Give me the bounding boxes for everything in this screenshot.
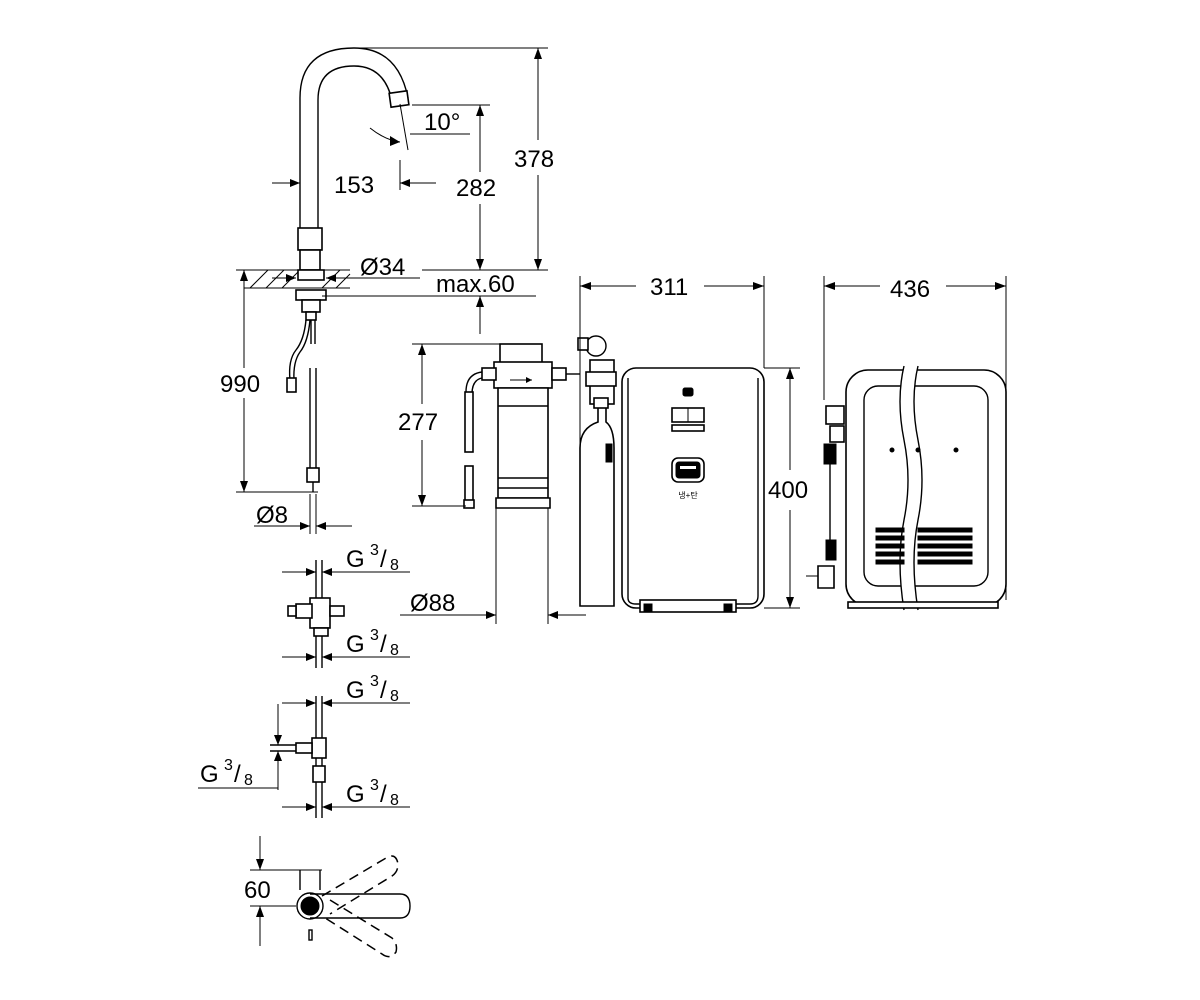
thread-label-3: G 3 / 8	[346, 673, 399, 705]
svg-text:/: /	[380, 781, 387, 808]
svg-text:8: 8	[390, 688, 399, 705]
chiller-side-view	[806, 365, 1007, 611]
valve-assembly-1	[282, 560, 410, 668]
chiller-dimension-lines	[579, 276, 800, 609]
thread-label-5: G 3 / 8	[346, 777, 399, 809]
svg-text:G: G	[346, 631, 365, 658]
svg-text:/: /	[234, 761, 241, 788]
vent-grille	[875, 527, 973, 565]
svg-text:/: /	[380, 677, 387, 704]
svg-text:G: G	[200, 761, 219, 788]
label-hole-diameter: Ø34	[360, 254, 405, 281]
svg-text:3: 3	[224, 757, 233, 774]
handle-top-view	[250, 836, 411, 958]
svg-text:G: G	[346, 781, 365, 808]
label-spout-height: 282	[456, 175, 496, 202]
label-handle-offset: 60	[244, 877, 271, 904]
label-hose-length: 990	[220, 371, 260, 398]
chiller-front-view: 냉+탄	[577, 335, 765, 613]
thread-label-2: G 3 / 8	[346, 627, 399, 659]
side-dimension-lines	[823, 276, 1007, 600]
svg-text:3: 3	[370, 777, 379, 794]
thread-label-1: G 3 / 8	[346, 542, 399, 574]
device-label: 냉+탄	[678, 490, 698, 500]
label-total-height: 378	[514, 146, 554, 173]
svg-text:8: 8	[390, 642, 399, 659]
label-angle: 10°	[424, 109, 460, 136]
svg-text:3: 3	[370, 673, 379, 690]
thread-label-4: G 3 / 8	[200, 757, 253, 789]
label-filter-diameter: Ø88	[410, 590, 455, 617]
svg-text:G: G	[346, 546, 365, 573]
valve-assembly-2	[198, 696, 410, 818]
label-hose-diameter: Ø8	[256, 502, 288, 529]
svg-text:8: 8	[390, 557, 399, 574]
faucet-dimension-lines	[236, 47, 548, 534]
svg-text:G: G	[346, 677, 365, 704]
svg-text:3: 3	[370, 627, 379, 644]
label-filter-height: 277	[398, 409, 438, 436]
dimension-labels: 10° 153 282 378 Ø34 max.60 990 Ø8 277 Ø8…	[220, 109, 930, 904]
label-chiller-width: 311	[650, 274, 688, 301]
svg-text:/: /	[380, 546, 387, 573]
svg-text:8: 8	[244, 772, 253, 789]
water-filter	[400, 343, 586, 624]
label-spout-reach: 153	[334, 172, 374, 199]
svg-text:/: /	[380, 631, 387, 658]
label-max-thickness: max.60	[436, 271, 515, 298]
label-chiller-height: 400	[768, 477, 808, 504]
svg-text:3: 3	[370, 542, 379, 559]
label-chiller-depth: 436	[890, 276, 930, 303]
svg-text:8: 8	[390, 792, 399, 809]
